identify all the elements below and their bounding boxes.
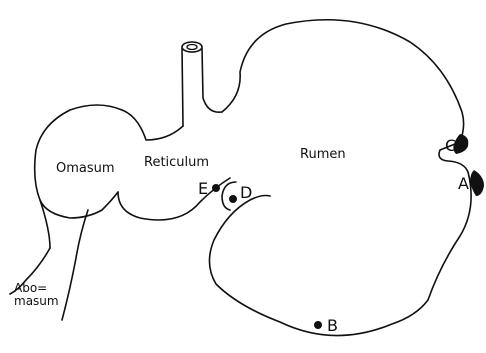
omasum-label: Omasum <box>56 161 115 176</box>
rumen-label: Rumen <box>300 147 346 162</box>
point-markers <box>212 134 484 329</box>
point-b-dot <box>314 321 322 329</box>
point-d-label: D <box>240 183 252 202</box>
esophagus <box>182 42 222 126</box>
point-a-marker <box>470 170 484 196</box>
reticulum-label: Reticulum <box>144 155 209 170</box>
point-c-label: C <box>445 136 456 155</box>
abomasum-label-line1: Abo= <box>14 281 47 295</box>
point-e-dot <box>212 184 220 192</box>
rumen-outline <box>209 20 471 336</box>
reticulum-fold <box>118 178 236 220</box>
abomasum-label-line2: masum <box>14 294 59 308</box>
point-d-dot <box>229 195 237 203</box>
point-b-label: B <box>327 316 338 335</box>
point-e-label: E <box>198 179 208 198</box>
point-a-label: A <box>458 174 469 193</box>
